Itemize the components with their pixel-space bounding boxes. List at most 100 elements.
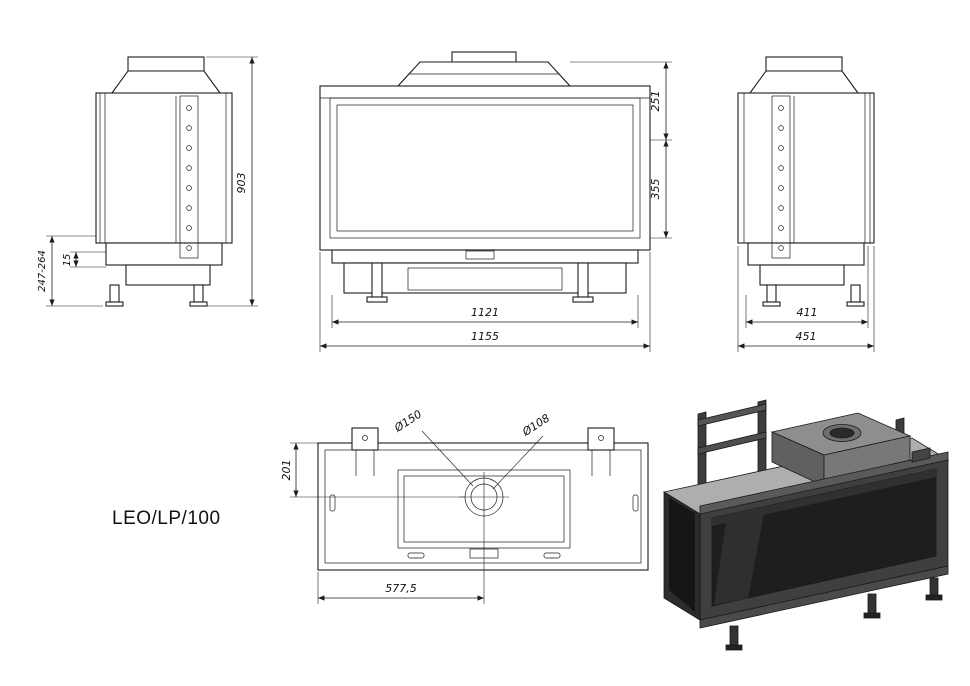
bolt-circle [778, 165, 784, 171]
top-body [317, 442, 649, 571]
right-glass-clamp-strip [771, 95, 791, 259]
iso-foot-2 [867, 593, 877, 615]
left-bolt-circles [186, 105, 192, 251]
bolt-circle [778, 145, 784, 151]
leader-line-108 [492, 435, 544, 490]
bolt-circle [186, 225, 192, 231]
left-side-view: 903 247-264 15 [37, 56, 258, 307]
top-view-outline [317, 427, 649, 571]
iso-flue-opening [829, 427, 855, 439]
dim-step: 15 [62, 254, 73, 267]
right-view-outline [737, 56, 875, 307]
bolt-circle [778, 105, 784, 111]
front-foot-1 [371, 262, 383, 298]
bolt-circle [778, 185, 784, 191]
right-foot-2 [850, 284, 861, 303]
dim-flue-center-from-left: 577,5 [385, 582, 417, 595]
iso-firebox-top-strip [712, 469, 936, 526]
bolt-circle [186, 165, 192, 171]
bolt-circle [186, 145, 192, 151]
bolt-circle [778, 205, 784, 211]
iso-rear-rail-1 [697, 403, 767, 427]
bolt-circle [778, 245, 784, 251]
slot [543, 552, 561, 559]
iso-foot-1 [729, 625, 739, 647]
dim-inner-width: 1121 [471, 306, 499, 319]
left-top-box [127, 56, 205, 72]
right-foot-pad-2 [846, 301, 865, 307]
left-foot-pad-2 [189, 301, 208, 307]
left-foot-1 [109, 284, 120, 303]
right-side-view: 411 451 [737, 56, 875, 352]
front-foot-2 [577, 262, 589, 298]
dim-flue-inner-diameter: Ø108 [519, 412, 552, 440]
left-foot-pad-1 [105, 301, 124, 307]
dim-flue-center-offset: 201 [280, 460, 293, 481]
left-base-outer [105, 242, 223, 266]
bracket-hole [598, 435, 604, 441]
front-latch [465, 250, 495, 260]
right-base-outer [747, 242, 865, 266]
dim-overall-height: 903 [235, 173, 248, 194]
iso-foot-pad-2 [863, 612, 881, 619]
front-drawer [407, 267, 563, 291]
right-foot-pad-1 [762, 301, 781, 307]
bolt-circle [778, 225, 784, 231]
front-foot-pad-2 [572, 296, 594, 303]
leader-line-150 [421, 430, 474, 487]
right-top-box [765, 56, 843, 72]
right-base-inner [759, 264, 845, 286]
front-view: 251 355 1121 1155 [319, 51, 672, 352]
front-foot-pad-1 [366, 296, 388, 303]
front-view-outline [319, 51, 651, 303]
left-foot-2 [193, 284, 204, 303]
iso-rear-rail-2 [697, 431, 767, 455]
dim-top-section-height: 251 [649, 91, 662, 112]
left-glass-clamp-strip [179, 95, 199, 259]
isometric-view [662, 399, 950, 651]
dim-glass-height: 355 [649, 179, 662, 200]
iso-glass-reflection [714, 513, 764, 605]
slot [632, 494, 639, 512]
left-base-inner [125, 264, 211, 286]
right-view-dimensions: 411 451 [737, 246, 875, 352]
iso-side-glass [669, 498, 695, 612]
iso-bottom-rail [699, 565, 949, 629]
bolt-circle [186, 185, 192, 191]
iso-right-bracket [911, 447, 931, 463]
left-body [95, 92, 233, 244]
top-view: Ø150 Ø108 201 577,5 [280, 408, 649, 604]
top-inner-frame [324, 449, 642, 564]
right-bolt-circles [778, 105, 784, 251]
iso-foot-pad-1 [725, 644, 743, 651]
front-view-dimensions: 251 355 1121 1155 [319, 61, 672, 352]
bolt-circle [186, 245, 192, 251]
right-foot-1 [766, 284, 777, 303]
dim-overall-depth: 451 [796, 330, 817, 343]
front-flue-stub [451, 51, 517, 63]
slot [407, 552, 425, 559]
front-glass-frame [329, 97, 641, 239]
iso-foot-3 [929, 577, 939, 597]
right-hood [748, 70, 860, 94]
bolt-circle [186, 205, 192, 211]
left-view-outline [95, 56, 233, 307]
bracket-hole [362, 435, 368, 441]
right-body [737, 92, 875, 244]
model-label: LEO/LP/100 [112, 508, 221, 529]
front-glass [336, 104, 634, 232]
dim-overall-width: 1155 [471, 330, 499, 343]
top-bracket-right [587, 427, 615, 451]
left-hood [110, 70, 222, 94]
left-view-dimensions: 903 247-264 15 [37, 56, 258, 307]
bolt-circle [186, 125, 192, 131]
top-bracket-left [351, 427, 379, 451]
iso-foot-pad-3 [925, 594, 943, 601]
dim-base-height-range: 247-264 [37, 250, 48, 292]
dim-flue-outer-diameter: Ø150 [391, 408, 424, 436]
bolt-circle [186, 105, 192, 111]
front-body [319, 85, 651, 251]
front-plinth [331, 249, 639, 264]
